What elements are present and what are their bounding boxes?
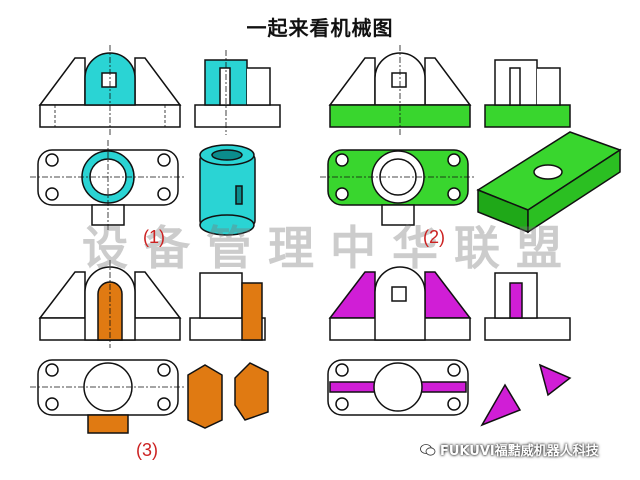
watermark-text: 设备管理中华联盟 [82,221,578,275]
q3-side-view [189,272,266,341]
q4-3d-part [480,363,572,427]
q4-top-view [327,359,469,416]
quadrant-1-drawings [30,45,281,236]
quadrant-3-drawings [30,260,269,434]
footer-credit: FUKUVI福黠威机器人科技 [420,440,635,462]
q3-front-view [38,260,182,348]
q2-front-view [328,45,472,135]
q2-3d-part [476,131,622,234]
q2-top-view [320,149,476,226]
label-1: (1) [143,227,165,247]
q1-side-view [194,50,281,135]
q1-top-view [30,140,186,230]
q4-front-view [328,266,472,341]
quadrant-4-drawings [327,266,572,427]
q3-3d-part [187,362,269,429]
label-2: (2) [423,227,445,247]
label-3: (3) [136,440,158,460]
page-title: 一起来看机械图 [246,16,394,40]
footer-text: FUKUVI福黠威机器人科技 [440,444,599,459]
wechat-icon [420,443,436,456]
quadrant-2-drawings [320,45,622,234]
q4-side-view [484,272,571,341]
q2-side-view [484,59,571,128]
q1-3d-part [199,144,256,236]
q1-front-view [38,45,182,135]
q3-top-view [30,359,186,434]
